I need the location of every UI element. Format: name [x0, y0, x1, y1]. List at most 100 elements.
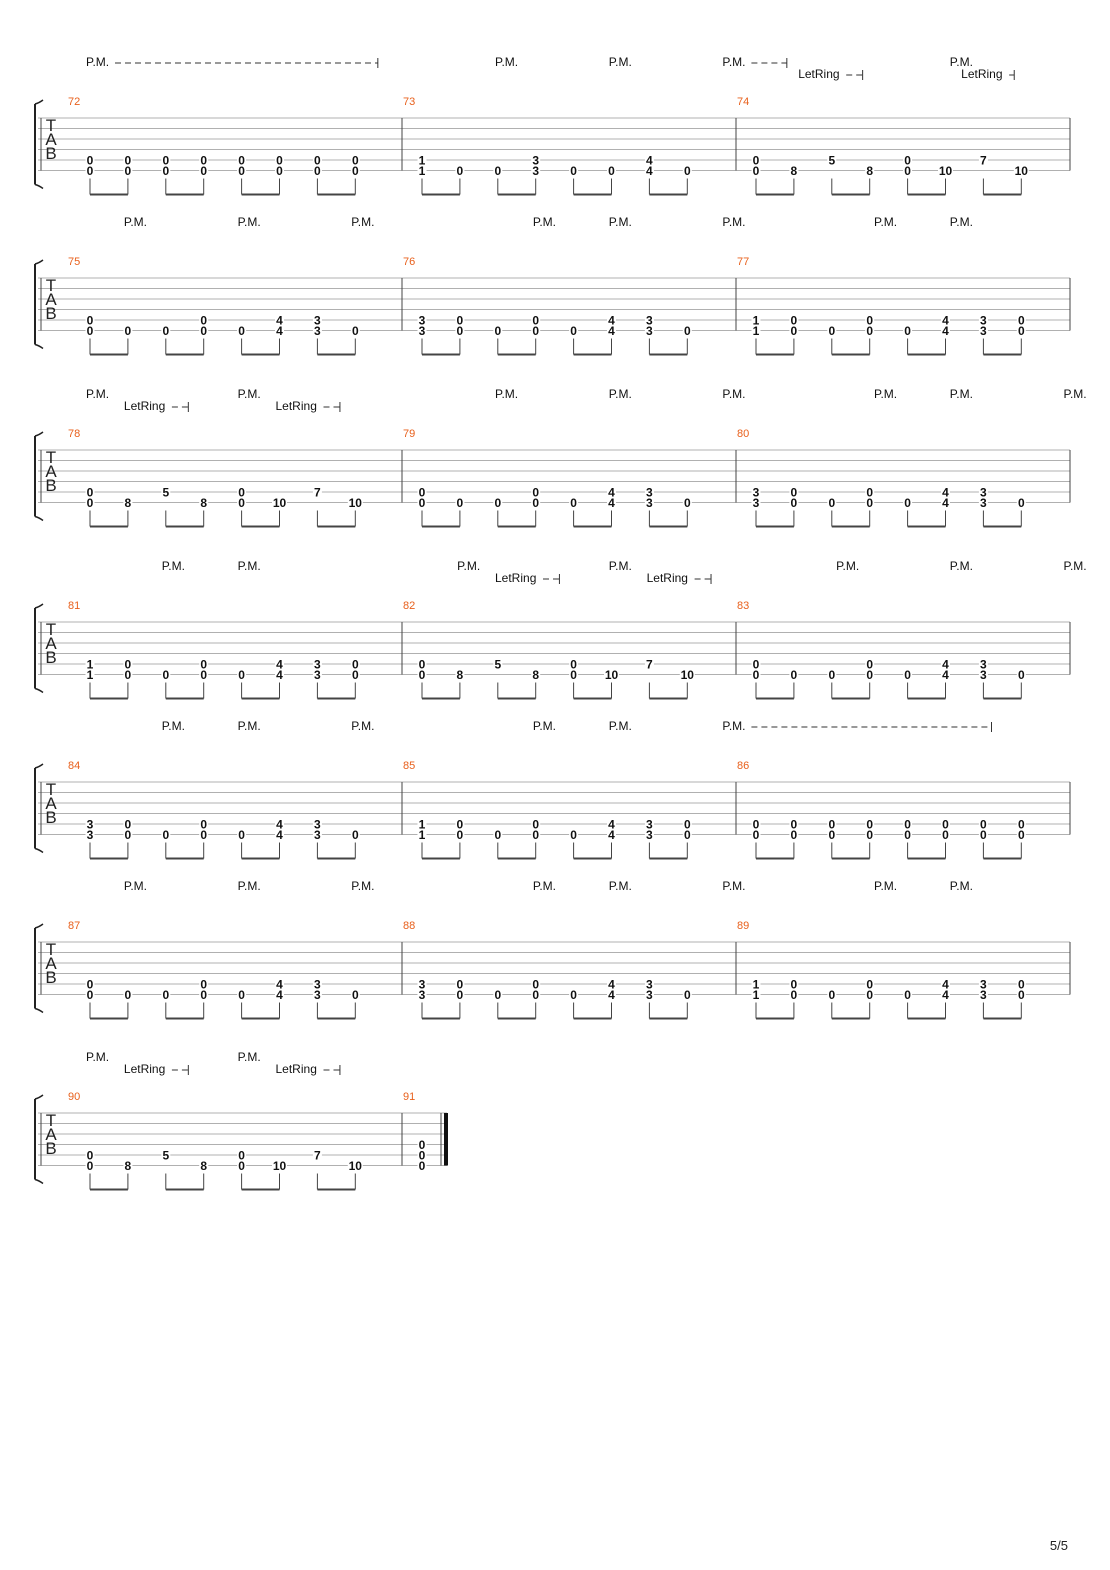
- fret-number: 0: [200, 314, 207, 328]
- measure-number: 81: [68, 600, 80, 612]
- fret-mask: [607, 314, 616, 326]
- fret-number: 0: [753, 668, 760, 682]
- fret-number: 0: [791, 668, 798, 682]
- fret-number: 0: [200, 818, 207, 832]
- fret-number: 3: [980, 314, 987, 328]
- fret-number: 7: [646, 658, 653, 672]
- palm-mute-label: P.M.: [609, 719, 632, 733]
- fret-number: 0: [125, 668, 132, 682]
- fret-number: 0: [87, 164, 94, 178]
- fret-number: 0: [200, 324, 207, 338]
- fret-number: 3: [314, 988, 321, 1002]
- fret-mask: [903, 988, 913, 1001]
- palm-mute-label: P.M.: [86, 387, 109, 401]
- fret-mask: [123, 1159, 133, 1172]
- fret-number: 4: [276, 314, 283, 328]
- fret-mask: [161, 988, 171, 1001]
- fret-number: 0: [570, 496, 577, 510]
- fret-mask: [237, 154, 247, 166]
- fret-number: 0: [1018, 324, 1025, 338]
- palm-mute-label: P.M.: [950, 387, 973, 401]
- fret-number: 0: [532, 324, 539, 338]
- fret-mask: [312, 988, 322, 1001]
- fret-mask: [85, 314, 95, 326]
- fret-mask: [789, 486, 799, 498]
- fret-mask: [751, 818, 761, 830]
- fret-number: 0: [200, 164, 207, 178]
- palm-mute-label: P.M.: [950, 55, 973, 69]
- fret-number: 3: [532, 154, 539, 168]
- fret-number: 10: [681, 668, 695, 682]
- fret-number: 3: [646, 988, 653, 1002]
- final-barline-thick: [444, 1113, 448, 1166]
- palm-mute-label: P.M.: [722, 215, 745, 229]
- fret-number: 3: [753, 486, 760, 500]
- fret-mask: [865, 658, 875, 670]
- fret-number: 0: [238, 988, 245, 1002]
- fret-number: 0: [494, 164, 501, 178]
- fret-number: 0: [238, 164, 245, 178]
- fret-number: 0: [457, 818, 464, 832]
- fret-mask: [1016, 668, 1026, 681]
- fret-mask: [682, 988, 692, 1001]
- fret-mask: [455, 978, 465, 990]
- fret-mask: [827, 988, 837, 1001]
- fret-mask: [493, 324, 503, 337]
- fret-number: 3: [646, 496, 653, 510]
- palm-mute-label: P.M.: [124, 879, 147, 893]
- fret-mask: [275, 164, 284, 177]
- fret-number: 8: [125, 496, 132, 510]
- fret-mask: [644, 496, 654, 509]
- fret-number: 0: [87, 1149, 94, 1163]
- fret-number: 3: [980, 668, 987, 682]
- fret-number: 0: [570, 164, 577, 178]
- fret-mask: [941, 486, 950, 498]
- fret-number: 4: [942, 324, 949, 338]
- fret-number: 0: [828, 496, 835, 510]
- fret-number: 0: [866, 988, 873, 1002]
- palm-mute-label: P.M.: [950, 559, 973, 573]
- fret-number: 0: [904, 828, 911, 842]
- fret-number: 0: [866, 314, 873, 328]
- fret-mask: [941, 314, 950, 326]
- fret-mask: [85, 988, 95, 1001]
- fret-mask: [417, 164, 427, 177]
- fret-number: 4: [646, 164, 653, 178]
- fret-number: 0: [1018, 496, 1025, 510]
- measure-number: 80: [737, 428, 749, 440]
- system-bracket-bottom: [34, 847, 44, 854]
- fret-number: 8: [457, 668, 464, 682]
- fret-mask: [751, 658, 761, 670]
- fret-number: 7: [314, 1149, 321, 1163]
- fret-number: 0: [200, 988, 207, 1002]
- palm-mute-label: P.M.: [238, 879, 261, 893]
- fret-number: 0: [608, 164, 615, 178]
- fret-mask: [978, 988, 988, 1001]
- fret-mask: [199, 164, 209, 177]
- palm-mute-label: P.M.: [238, 559, 261, 573]
- fret-number: 3: [419, 988, 426, 1002]
- fret-number: 4: [276, 988, 283, 1002]
- fret-mask: [312, 314, 322, 326]
- fret-mask: [531, 828, 541, 841]
- fret-mask: [531, 314, 541, 326]
- fret-number: 0: [532, 988, 539, 1002]
- tab-clef-letter: A: [45, 130, 57, 149]
- fret-number: 5: [162, 1149, 169, 1163]
- fret-number: 3: [314, 324, 321, 338]
- system-bracket-bottom: [34, 183, 44, 190]
- fret-mask: [827, 828, 837, 841]
- tab-clef-letter: T: [46, 1111, 56, 1130]
- fret-mask: [123, 658, 133, 670]
- measure-number: 89: [737, 920, 749, 932]
- fret-mask: [531, 164, 541, 177]
- fret-mask: [531, 154, 541, 166]
- fret-mask: [682, 828, 692, 841]
- fret-mask: [85, 658, 95, 670]
- fret-number: 3: [314, 658, 321, 672]
- fret-mask: [865, 324, 875, 337]
- fret-mask: [1016, 978, 1026, 990]
- fret-mask: [865, 164, 875, 177]
- measure-number: 84: [68, 760, 80, 772]
